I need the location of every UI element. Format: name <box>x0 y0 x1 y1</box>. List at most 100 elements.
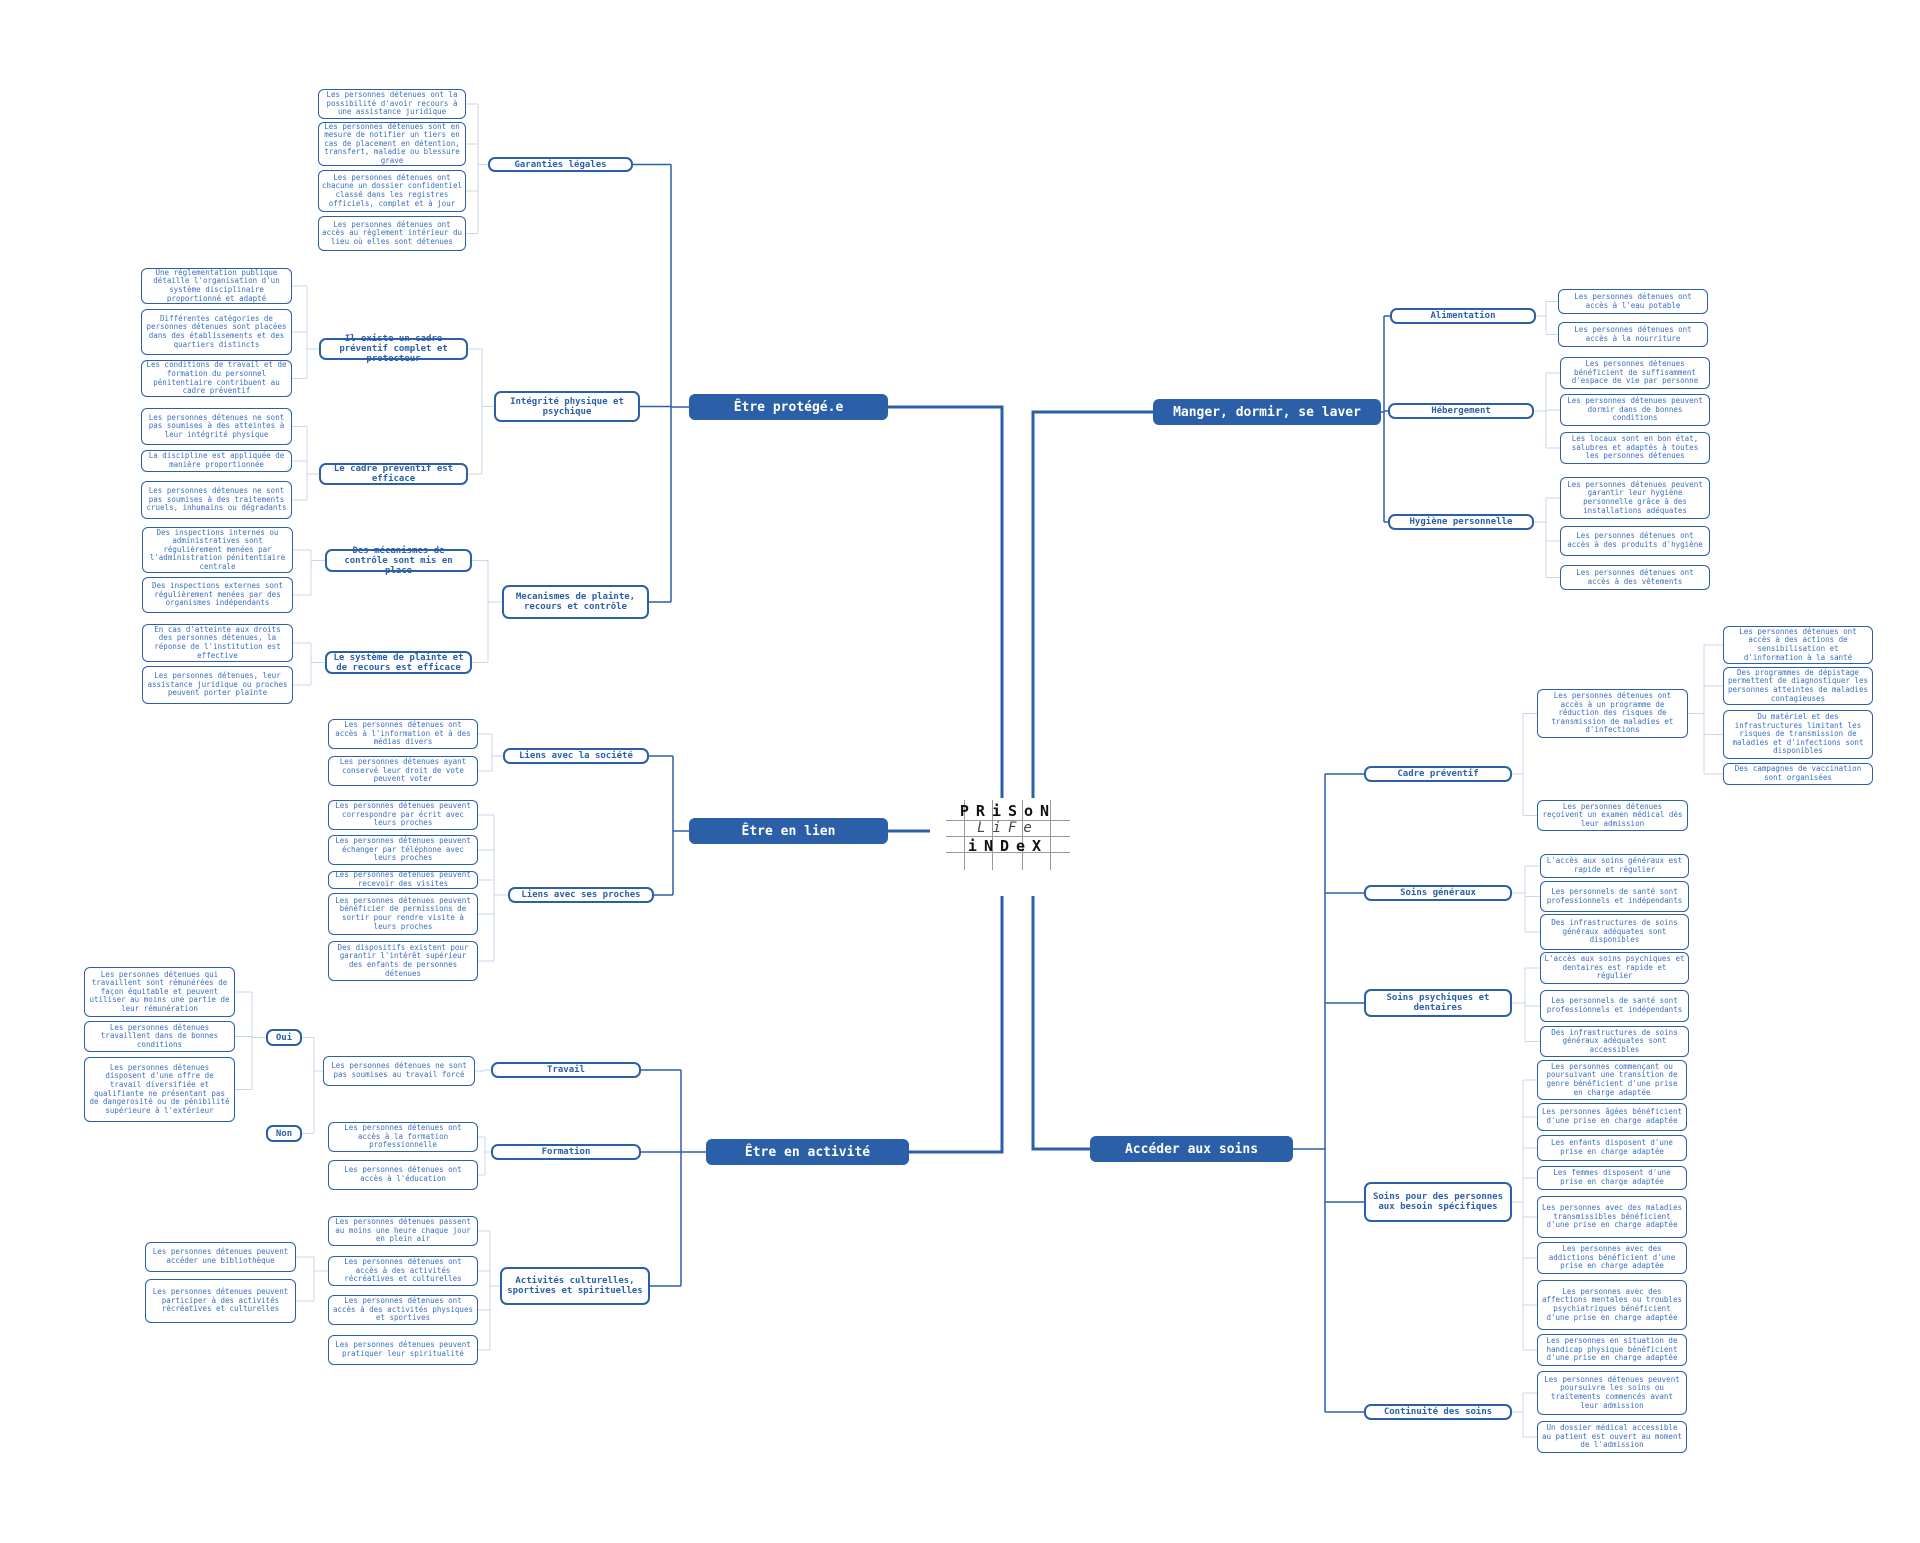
criterion-cp1b[interactable]: Des programmes de dépistage permettent d… <box>1723 667 1873 705</box>
criterion-g2[interactable]: Les personnes détenues sont en mesure de… <box>318 122 466 166</box>
spine-activite <box>909 896 1004 1154</box>
criterion-a2b[interactable]: Les personnes détenues peuvent participe… <box>145 1279 296 1323</box>
topic-activites[interactable]: Activités culturelles, sportives et spir… <box>500 1267 650 1305</box>
criterion-mc1b[interactable]: Des inspections externes sont régulièrem… <box>142 577 293 613</box>
criterion-cp2[interactable]: Les personnes détenues reçoivent un exam… <box>1537 800 1688 831</box>
criterion-f1[interactable]: Les personnes détenues ont accès à la fo… <box>328 1122 478 1152</box>
criterion-o1[interactable]: Les personnes détenues qui travaillent s… <box>84 967 235 1017</box>
criterion-a4[interactable]: Les personnes détenues peuvent pratiquer… <box>328 1335 478 1365</box>
criterion-o2[interactable]: Les personnes détenues travaillent dans … <box>84 1021 235 1052</box>
topic-societe[interactable]: Liens avec la société <box>503 748 649 764</box>
criterion-p5[interactable]: Des dispositifs existent pour garantir l… <box>328 941 478 981</box>
criterion-b1[interactable]: Les personnes commençant ou poursuivant … <box>1537 1060 1687 1100</box>
topic-cadreprev[interactable]: Cadre préventif <box>1364 766 1512 782</box>
criterion-p2[interactable]: Les personnes détenues peuvent échanger … <box>328 835 478 865</box>
criterion-sg2[interactable]: Les personnels de santé sont professionn… <box>1540 881 1689 912</box>
criterion-c1b[interactable]: Différentes catégories de personnes déte… <box>141 309 292 355</box>
topic-mc1[interactable]: Des mécanismes de contrôle sont mis en p… <box>325 546 472 576</box>
topic-integrite[interactable]: Intégrité physique et psychique <box>494 391 640 422</box>
criterion-s1[interactable]: Les personnes détenues ont accès à l'inf… <box>328 719 478 749</box>
criterion-hy2[interactable]: Les personnes détenues ont accès à des p… <box>1560 526 1710 556</box>
topic-mc2[interactable]: Le système de plainte et de recours est … <box>325 651 472 674</box>
topic-travail[interactable]: Travail <box>491 1062 641 1078</box>
topic-cadre1[interactable]: Il existe un cadre préventif complet et … <box>319 334 468 364</box>
criterion-mc2b[interactable]: Les personnes détenues, leur assistance … <box>142 666 293 704</box>
criterion-h2[interactable]: Les personnes détenues peuvent dormir da… <box>1560 394 1710 426</box>
criterion-s2[interactable]: Les personnes détenues ayant conservé le… <box>328 756 478 786</box>
logo-line-prison: PRiSoN <box>959 802 1057 820</box>
branch-activite[interactable]: Être en activité <box>706 1139 909 1165</box>
criterion-cp1[interactable]: Les personnes détenues ont accès à un pr… <box>1537 689 1688 738</box>
criterion-b2[interactable]: Les personnes âgées bénéficient d'une pr… <box>1537 1103 1687 1131</box>
criterion-f2[interactable]: Les personnes détenues ont accès à l'édu… <box>328 1160 478 1190</box>
criterion-sg3[interactable]: Des infrastructures de soins généraux ad… <box>1540 914 1689 950</box>
criterion-o3[interactable]: Les personnes détenues disposent d'une o… <box>84 1057 235 1122</box>
criterion-sp1[interactable]: L'accès aux soins psychiques et dentaire… <box>1540 952 1689 984</box>
criterion-p1[interactable]: Les personnes détenues peuvent correspon… <box>328 800 478 830</box>
criterion-b8[interactable]: Les personnes en situation de handicap p… <box>1537 1334 1687 1366</box>
criterion-p3[interactable]: Les personnes détenues peuvent recevoir … <box>328 871 478 889</box>
branch-manger[interactable]: Manger, dormir, se laver <box>1153 399 1381 425</box>
criterion-h3[interactable]: Les locaux sont en bon état, salubres et… <box>1560 432 1710 464</box>
criterion-b5[interactable]: Les personnes avec des maladies transmis… <box>1537 1196 1687 1238</box>
criterion-mc1a[interactable]: Des inspections internes ou administrati… <box>142 527 293 573</box>
criterion-a1[interactable]: Les personnes détenues passent au moins … <box>328 1216 478 1246</box>
branch-protege[interactable]: Être protégé.e <box>689 394 888 420</box>
criterion-p4[interactable]: Les personnes détenues peuvent bénéficie… <box>328 893 478 935</box>
criterion-al2[interactable]: Les personnes détenues ont accès à la no… <box>1558 322 1708 347</box>
logo-line-index: iNDeX <box>967 837 1049 855</box>
topic-non[interactable]: Non <box>266 1125 302 1142</box>
topic-continuite[interactable]: Continuité des soins <box>1364 1404 1512 1420</box>
spine-protege <box>888 405 1004 798</box>
spine-manger <box>1031 410 1153 798</box>
criterion-ct2[interactable]: Un dossier médical accessible au patient… <box>1537 1421 1687 1453</box>
spine-soins <box>1031 896 1090 1151</box>
criterion-al1[interactable]: Les personnes détenues ont accès à l'eau… <box>1558 289 1708 314</box>
topic-hebergement[interactable]: Hébergement <box>1388 403 1534 419</box>
criterion-cp1c[interactable]: Du matériel et des infrastructures limit… <box>1723 710 1873 759</box>
criterion-b7[interactable]: Les personnes avec des affections mental… <box>1537 1280 1687 1330</box>
criterion-h1[interactable]: Les personnes détenues bénéficient de su… <box>1560 357 1710 389</box>
criterion-hy3[interactable]: Les personnes détenues ont accès à des v… <box>1560 565 1710 590</box>
topic-cadre2[interactable]: Le cadre préventif est efficace <box>319 463 468 485</box>
criterion-mc2a[interactable]: En cas d'atteinte aux droits des personn… <box>142 624 293 662</box>
criterion-c2a[interactable]: Les personnes détenues ne sont pas soumi… <box>141 408 292 445</box>
criterion-a2[interactable]: Les personnes détenues ont accès à des a… <box>328 1256 478 1286</box>
criterion-c1a[interactable]: Une réglementation publique détaille l'o… <box>141 268 292 304</box>
criterion-g4[interactable]: Les personnes détenues ont accès au règl… <box>318 216 466 251</box>
topic-hygiene[interactable]: Hygiène personnelle <box>1388 514 1534 530</box>
topic-proches[interactable]: Liens avec ses proches <box>508 887 654 903</box>
criterion-hy1[interactable]: Les personnes détenues peuvent garantir … <box>1560 477 1710 519</box>
logo-line-life: LiFe <box>977 820 1039 836</box>
criterion-sp3[interactable]: Des infrastructures de soins généraux ad… <box>1540 1026 1689 1057</box>
criterion-ct1[interactable]: Les personnes détenues peuvent poursuivr… <box>1537 1371 1687 1415</box>
prison-life-index-logo: PRiSoN LiFe iNDeX <box>946 798 1070 872</box>
topic-psy[interactable]: Soins psychiques et dentaires <box>1364 989 1512 1017</box>
criterion-b4[interactable]: Les femmes disposent d'une prise en char… <box>1537 1166 1687 1190</box>
topic-oui[interactable]: Oui <box>266 1029 302 1046</box>
criterion-t1[interactable]: Les personnes détenues ne sont pas soumi… <box>323 1056 475 1086</box>
criterion-c1c[interactable]: Les conditions de travail et de formatio… <box>141 360 292 397</box>
criterion-b3[interactable]: Les enfants disposent d'une prise en cha… <box>1537 1135 1687 1161</box>
criterion-cp1d[interactable]: Des campagnes de vaccination sont organi… <box>1723 763 1873 785</box>
topic-alimentation[interactable]: Alimentation <box>1390 308 1536 324</box>
criterion-cp1a[interactable]: Les personnes détenues ont accès à des a… <box>1723 626 1873 664</box>
topic-generaux[interactable]: Soins généraux <box>1364 885 1512 901</box>
branch-soins[interactable]: Accéder aux soins <box>1090 1136 1293 1162</box>
criterion-a3[interactable]: Les personnes détenues ont accès à des a… <box>328 1295 478 1325</box>
criterion-b6[interactable]: Les personnes avec des addictions bénéfi… <box>1537 1242 1687 1274</box>
criterion-sg1[interactable]: L'accès aux soins généraux est rapide et… <box>1540 854 1689 878</box>
topic-formation[interactable]: Formation <box>491 1144 641 1160</box>
criterion-a2a[interactable]: Les personnes détenues peuvent accéder u… <box>145 1242 296 1272</box>
topic-specifiques[interactable]: Soins pour des personnes aux besoin spéc… <box>1364 1182 1512 1222</box>
branch-lien[interactable]: Être en lien <box>689 818 888 844</box>
criterion-c2b[interactable]: La discipline est appliquée de manière p… <box>141 450 292 472</box>
topic-garanties[interactable]: Garanties légales <box>488 157 633 172</box>
criterion-sp2[interactable]: Les personnels de santé sont professionn… <box>1540 990 1689 1022</box>
criterion-g3[interactable]: Les personnes détenues ont chacune un do… <box>318 170 466 212</box>
criterion-g1[interactable]: Les personnes détenues ont la possibilit… <box>318 89 466 119</box>
topic-mecanismes[interactable]: Mecanismes de plainte, recours et contrô… <box>502 585 649 619</box>
criterion-c2c[interactable]: Les personnes détenues ne sont pas soumi… <box>141 481 292 519</box>
